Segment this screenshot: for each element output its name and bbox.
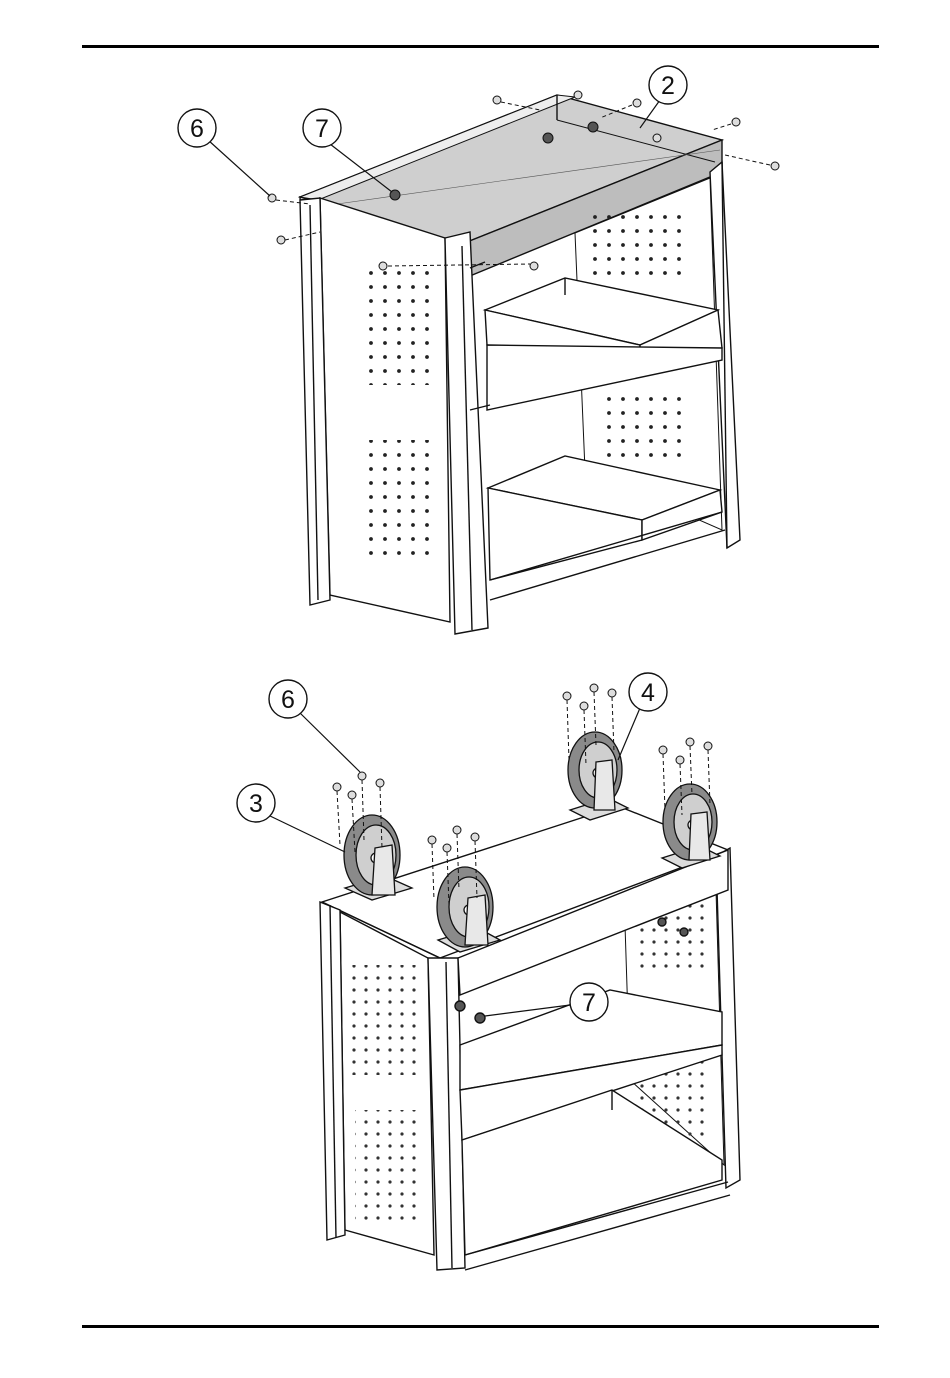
callout-label: 2 [661, 72, 675, 100]
callout-label: 6 [190, 115, 204, 143]
callout-4: 4 [618, 673, 667, 760]
caster-3 [344, 815, 412, 900]
callout-label: 4 [641, 679, 655, 707]
callout-2: 2 [640, 66, 687, 128]
callout-6-lower: 6 [269, 680, 360, 772]
caster-4 [568, 732, 628, 820]
callout-label: 7 [315, 115, 329, 143]
callout-3: 3 [237, 784, 345, 852]
callout-label: 7 [582, 989, 596, 1017]
callout-label: 3 [249, 790, 263, 818]
cart-upright-view [268, 91, 779, 634]
callout-label: 6 [281, 686, 295, 714]
callout-6-upper: 6 [178, 109, 270, 196]
caster-right [662, 784, 720, 868]
